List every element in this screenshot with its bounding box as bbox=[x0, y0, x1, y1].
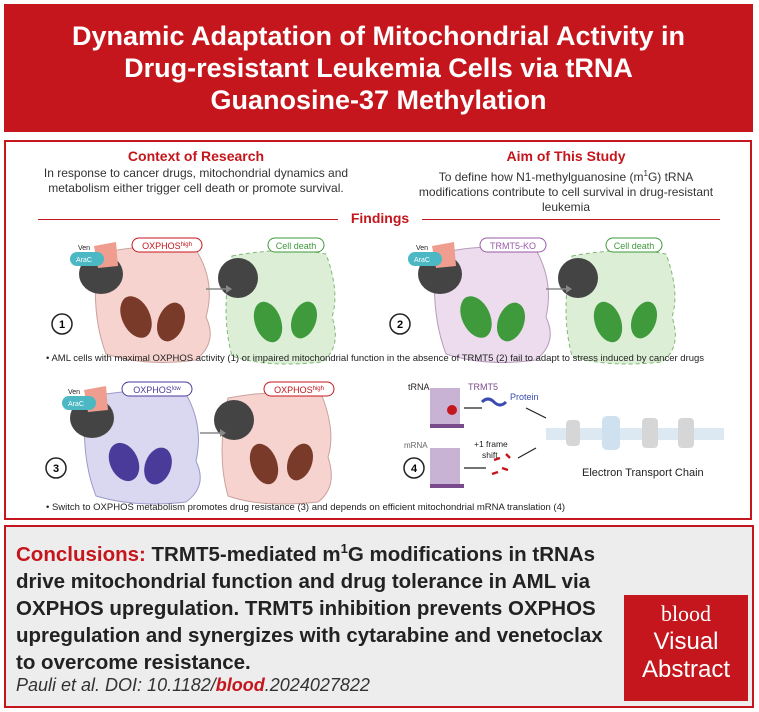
divider-right bbox=[422, 219, 720, 220]
arac-drug-icon bbox=[408, 252, 442, 266]
outcome-pill bbox=[263, 381, 335, 397]
panel-4-badge bbox=[403, 457, 425, 479]
etc-complex bbox=[642, 418, 658, 448]
state-pill bbox=[121, 381, 193, 397]
aim-text: To define how N1-methylguanosine (m1G) t… bbox=[418, 169, 714, 214]
ven-label: Ven bbox=[416, 245, 428, 252]
codon-strip bbox=[430, 424, 464, 428]
protein-label: Protein bbox=[510, 392, 539, 402]
logo-line-2: Abstract bbox=[641, 656, 731, 683]
findings-panel: Context of Research In response to cance… bbox=[4, 140, 752, 520]
page-title: Dynamic Adaptation of Mitochondrial Acti… bbox=[71, 21, 686, 115]
panel-2-badge bbox=[389, 313, 411, 335]
bullet-2: • Switch to OXPHOS metabolism promotes d… bbox=[46, 502, 565, 513]
panel-number: 3 bbox=[53, 463, 59, 475]
etc-label: Electron Transport Chain bbox=[582, 467, 704, 479]
mitochondrion bbox=[249, 443, 279, 485]
arrow-head bbox=[226, 285, 232, 293]
context-text: In response to cancer drugs, mitochondri… bbox=[43, 166, 349, 195]
outcome-label: Cell death bbox=[276, 241, 317, 251]
panel-3-badge bbox=[45, 457, 67, 479]
mitochondrion bbox=[253, 301, 283, 343]
ven-label: Ven bbox=[68, 389, 80, 396]
nucleus bbox=[214, 400, 254, 440]
arac-label: AraC bbox=[76, 257, 92, 264]
nucleus bbox=[218, 258, 258, 298]
divider-left bbox=[38, 219, 338, 220]
mitochondrion bbox=[630, 301, 658, 339]
inhibition-line bbox=[517, 447, 537, 459]
panel-4-labels: tRNA TRMT5 Protein mRNA +1 frame shift E… bbox=[404, 382, 704, 479]
panel-2-labels: TRMT5-KO Cell death Ven AraC 2 bbox=[397, 237, 663, 331]
panel-number: 4 bbox=[411, 463, 418, 475]
trna-icon bbox=[430, 388, 460, 424]
mitochondrion bbox=[108, 442, 140, 482]
conclusions-box: Conclusions: TRMT5-mediated m1G modifica… bbox=[4, 525, 754, 708]
arac-label: AraC bbox=[68, 401, 84, 408]
mitochondrion bbox=[286, 443, 314, 481]
state-label: OXPHOShigh bbox=[142, 241, 192, 251]
panel-2 bbox=[389, 242, 676, 365]
mitochondrion bbox=[144, 447, 172, 485]
outcome-pill bbox=[267, 237, 325, 253]
logo-brand: blood bbox=[660, 601, 712, 626]
state-label: OXPHOSlow bbox=[133, 385, 181, 395]
frameshift-label-1: +1 frame bbox=[474, 439, 508, 449]
frameshift-label-2: shift bbox=[482, 450, 498, 460]
mitochondrion bbox=[120, 296, 152, 338]
conclusions-label: Conclusions: bbox=[16, 542, 146, 566]
nucleus bbox=[558, 258, 598, 298]
etc-complex bbox=[566, 420, 580, 446]
arrow-head bbox=[566, 285, 572, 293]
mitochondrion bbox=[290, 301, 318, 339]
bullet-1: • AML cells with maximal OXPHOS activity… bbox=[46, 353, 704, 364]
outcome-label: OXPHOShigh bbox=[274, 385, 324, 395]
panel-1-badge bbox=[51, 313, 73, 335]
panel-3-labels: OXPHOSlow OXPHOShigh Ven AraC 3 bbox=[53, 381, 335, 475]
codon-strip bbox=[430, 484, 464, 488]
panel-1 bbox=[51, 242, 336, 365]
arac-drug-icon bbox=[70, 252, 104, 266]
logo-line-1: Visual bbox=[653, 628, 719, 655]
mitochondrion bbox=[460, 296, 492, 338]
mrna-label: mRNA bbox=[404, 441, 428, 450]
findings-illustration: OXPHOShigh Cell death Ven AraC 1 TRMT5- bbox=[45, 237, 724, 513]
findings-title: Findings bbox=[350, 210, 410, 226]
trmt5-label: TRMT5 bbox=[468, 382, 498, 392]
state-pill bbox=[131, 237, 203, 253]
mitochondrion bbox=[156, 302, 186, 342]
arac-label: AraC bbox=[414, 257, 430, 264]
conclusions-text: Conclusions: TRMT5-mediated m1G modifica… bbox=[16, 541, 603, 674]
mitochondrion bbox=[496, 302, 526, 342]
etc-complex bbox=[678, 418, 694, 448]
citation: Pauli et al. DOI: 10.1182/blood.20240278… bbox=[16, 675, 370, 695]
panel-4 bbox=[403, 388, 724, 488]
arac-drug-icon bbox=[62, 396, 96, 410]
aim-title: Aim of This Study bbox=[506, 148, 626, 164]
panel-number: 1 bbox=[59, 319, 65, 331]
outcome-pill bbox=[605, 237, 663, 253]
mitochondrion bbox=[593, 301, 623, 343]
protein-icon bbox=[480, 397, 508, 407]
state-label: TRMT5-KO bbox=[490, 241, 536, 251]
etc-complex bbox=[602, 416, 620, 450]
mrna-ribosome-icon bbox=[430, 448, 460, 484]
trna-label: tRNA bbox=[408, 382, 430, 392]
ven-label: Ven bbox=[78, 245, 90, 252]
fragment-icon bbox=[491, 453, 511, 476]
context-title: Context of Research bbox=[127, 148, 265, 164]
panel-1-labels: OXPHOShigh Cell death Ven AraC 1 bbox=[59, 237, 325, 331]
blood-visual-abstract-logo: blood Visual Abstract bbox=[624, 595, 748, 701]
title-banner: Dynamic Adaptation of Mitochondrial Acti… bbox=[4, 4, 753, 132]
state-pill bbox=[479, 237, 547, 253]
panel-3 bbox=[45, 386, 332, 505]
panel-number: 2 bbox=[397, 319, 403, 331]
arrow-head bbox=[220, 429, 226, 437]
methyl-mark bbox=[447, 405, 457, 415]
outcome-label: Cell death bbox=[614, 241, 655, 251]
arrow bbox=[525, 407, 547, 419]
